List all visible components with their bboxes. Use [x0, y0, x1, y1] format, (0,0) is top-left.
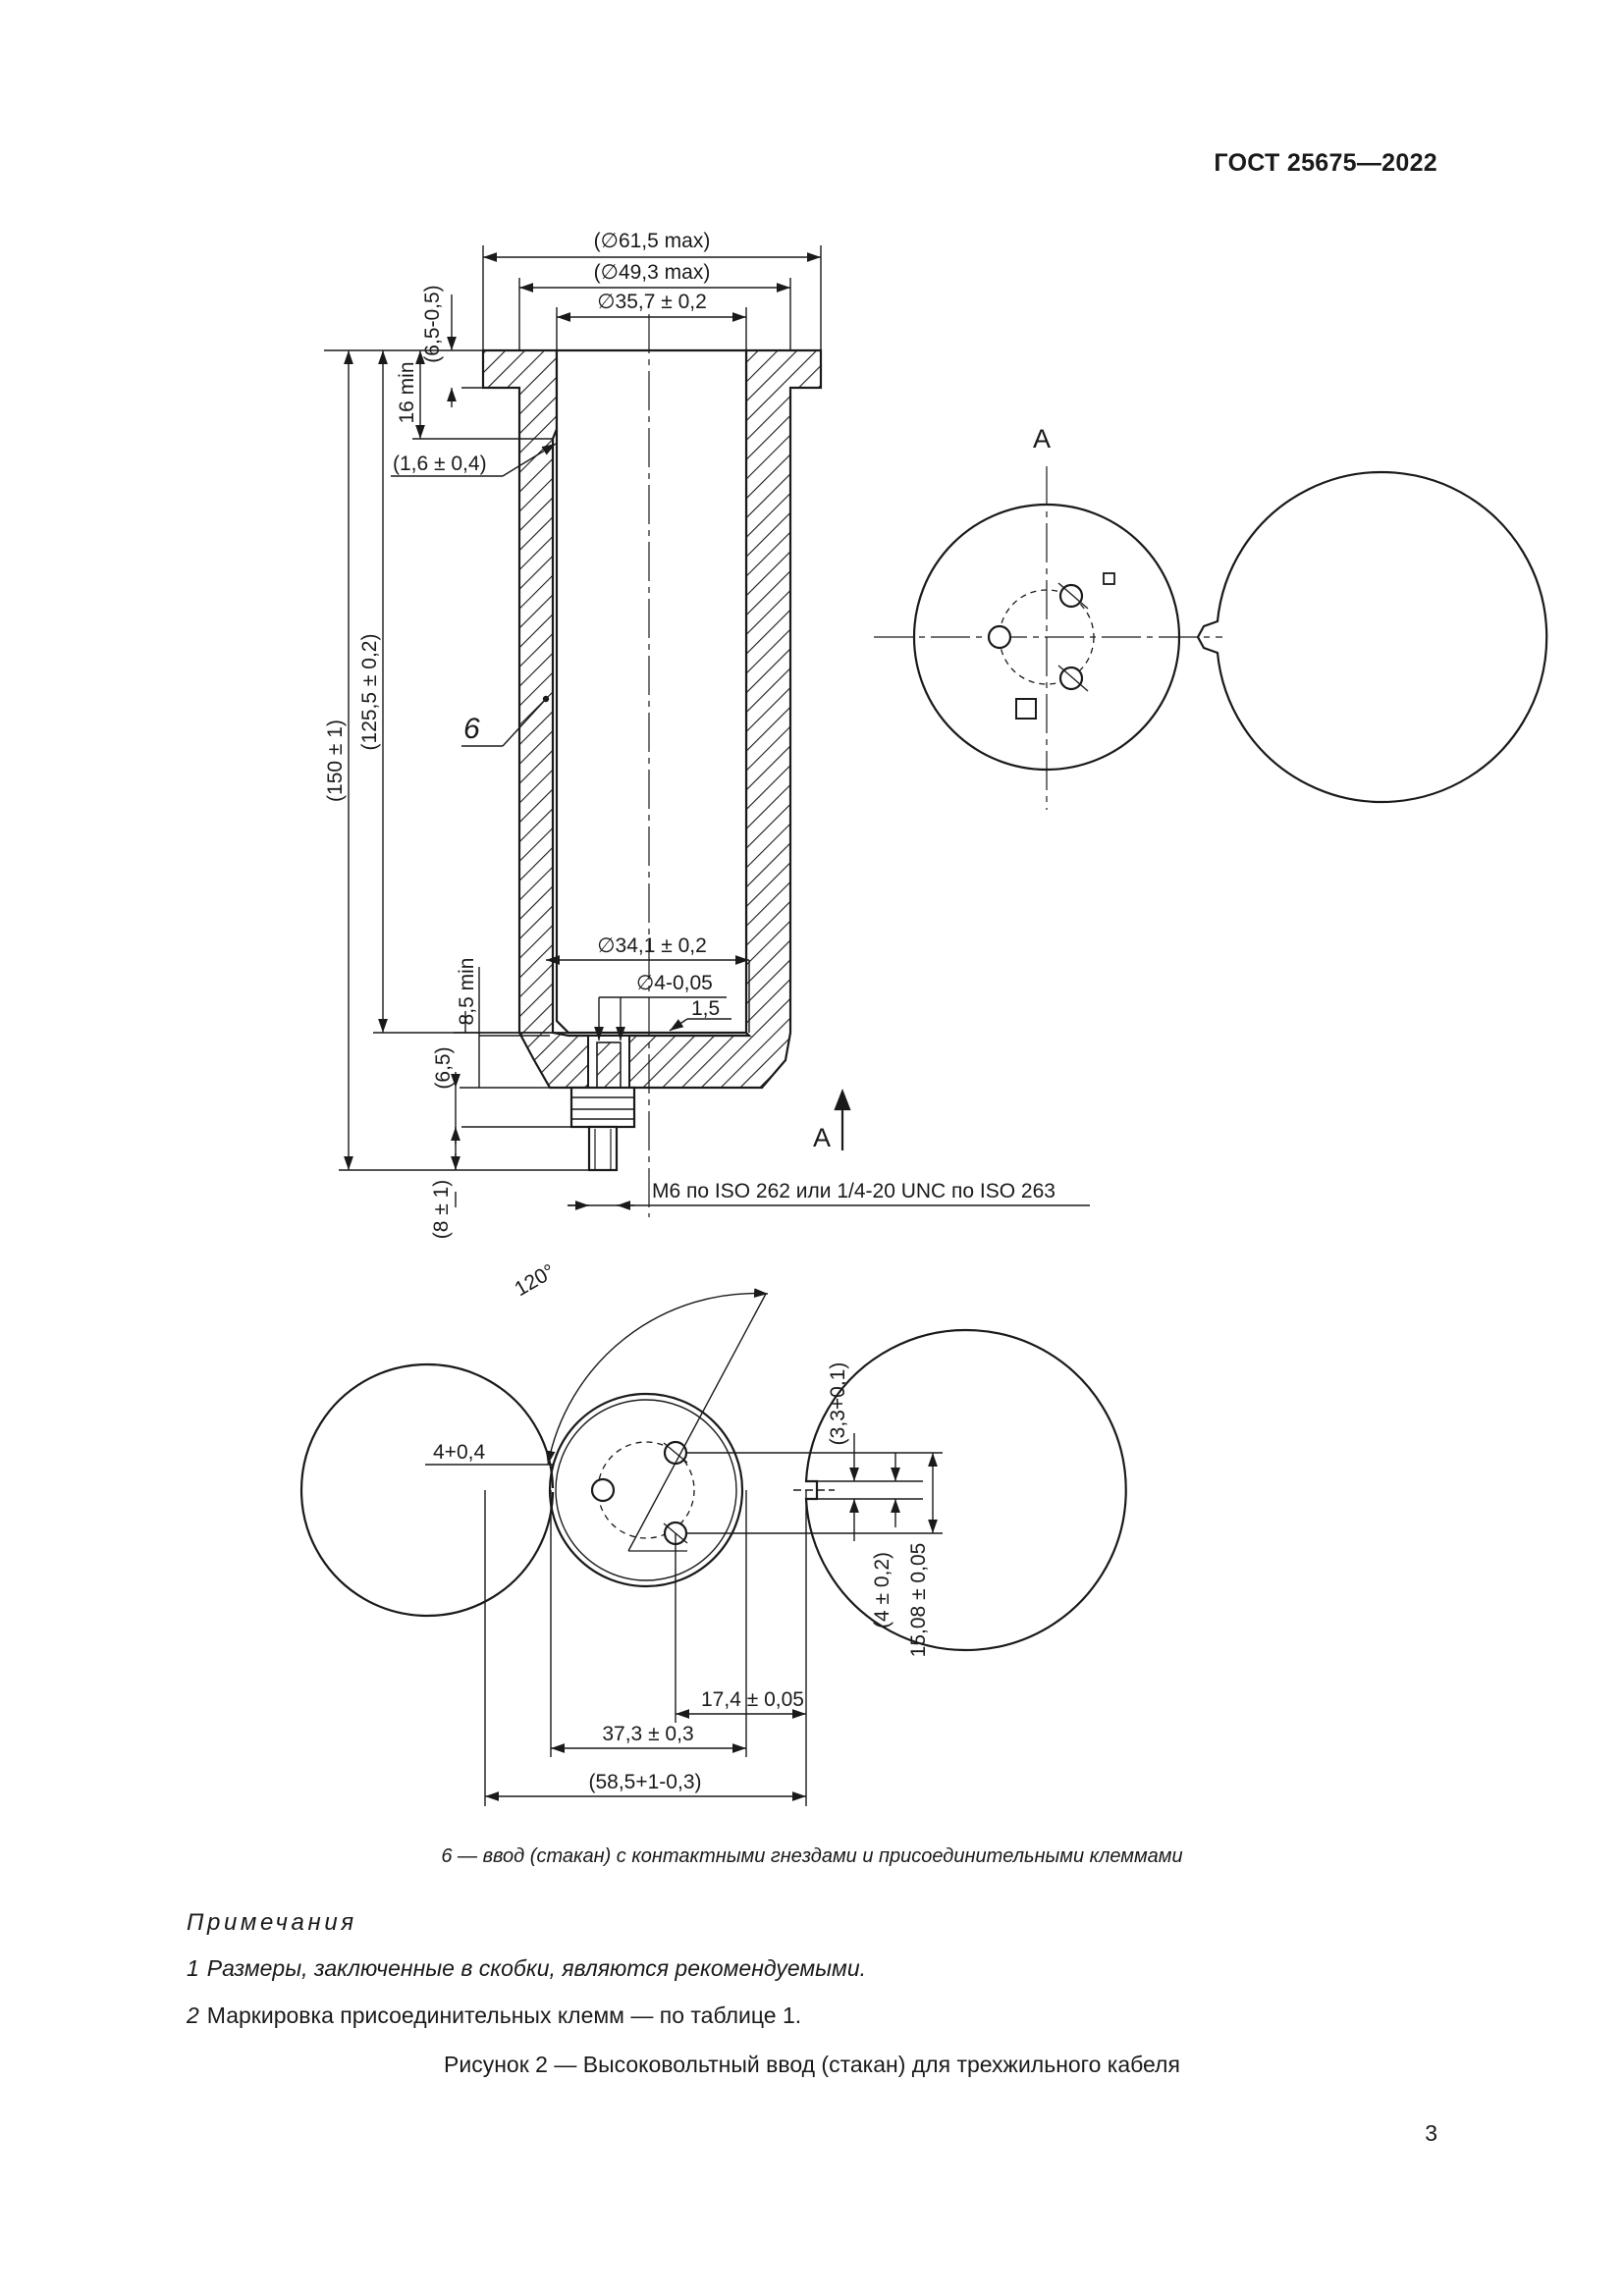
dim-chamfer: (1,6 ± 0,4) [393, 453, 487, 475]
dim-pin-offset-y: 15,08 ± 0,05 [907, 1543, 930, 1658]
item-label-6: 6 [463, 713, 480, 745]
cup-section-view [481, 314, 823, 1217]
section-dimension-lines [324, 245, 1090, 1210]
note-text: Маркировка присоединительных клемм — по … [206, 2002, 802, 2028]
dim-radius: 1,5 [691, 997, 720, 1020]
dim-d-bottom: ∅34,1 ± 0,2 [597, 934, 707, 957]
dim-d-flange: (∅49,3 max) [594, 261, 711, 284]
note-text: Размеры, заключенные в скобки, являются … [206, 1955, 866, 1981]
dim-flange-height: (6,5-0,5) [421, 285, 444, 362]
dim-key-width: 4+0,4 [433, 1441, 485, 1464]
dim-pin-offset-x: 17,4 ± 0,05 [701, 1688, 804, 1711]
dim-key-offset: (4 ± 0,2) [871, 1552, 893, 1629]
standard-header: ГОСТ 25675—2022 [1214, 149, 1437, 177]
dim-d-inner: ∅35,7 ± 0,2 [597, 291, 707, 313]
dim-key-depth: (3,3+0,1) [827, 1362, 849, 1446]
dim-pin-circle: 37,3 ± 0,3 [602, 1723, 693, 1745]
view-a [874, 466, 1548, 810]
dim-angle: 120° [511, 1260, 559, 1302]
bottom-view [300, 1293, 1127, 1652]
dim-bottom-min: 8,5 min [456, 958, 478, 1026]
bottom-dimension-lines [425, 1288, 943, 1806]
notes-title: Примечания [187, 1909, 357, 1936]
dim-top-depth: 16 min [396, 361, 418, 423]
note-item: 1 Размеры, заключенные в скобки, являются… [187, 1955, 866, 1982]
dim-d-pin: ∅4-0,05 [636, 972, 713, 994]
section-arrow-a [834, 1088, 851, 1150]
note-number: 2 [187, 2002, 199, 2028]
section-dimension-texts: (∅61,5 max) (∅49,3 max) ∅35,7 ± 0,2 (6,5… [324, 230, 1056, 1239]
dim-stud-length: (8 ± 1) [430, 1180, 453, 1240]
bottom-dimension-texts: 120° 4+0,4 (3,3+0,1) (4 ± 0,2) 15,08 ± 0… [433, 1260, 930, 1793]
figure-legend: 6 — ввод (стакан) с контактными гнездами… [441, 1845, 1183, 1867]
section-arrow-label: А [813, 1123, 831, 1152]
dim-total-height: (150 ± 1) [324, 720, 347, 802]
dim-bottom-outer: (58,5+1-0,3) [589, 1771, 702, 1793]
dim-d-outer: (∅61,5 max) [594, 230, 711, 252]
view-a-label: А [1033, 424, 1051, 454]
note-item: 2 Маркировка присоединительных клемм — по… [187, 2002, 801, 2029]
page-number: 3 [1425, 2120, 1437, 2146]
dim-thread: М6 по ISO 262 или 1/4-20 UNC по ISO 263 [652, 1180, 1056, 1202]
dim-base-thickness: (6,5) [432, 1046, 455, 1089]
figure-caption: Рисунок 2 — Высоковольтный ввод (стакан)… [444, 2052, 1180, 2077]
dim-inner-depth: (125,5 ± 0,2) [358, 634, 381, 751]
note-number: 1 [187, 1955, 199, 1981]
